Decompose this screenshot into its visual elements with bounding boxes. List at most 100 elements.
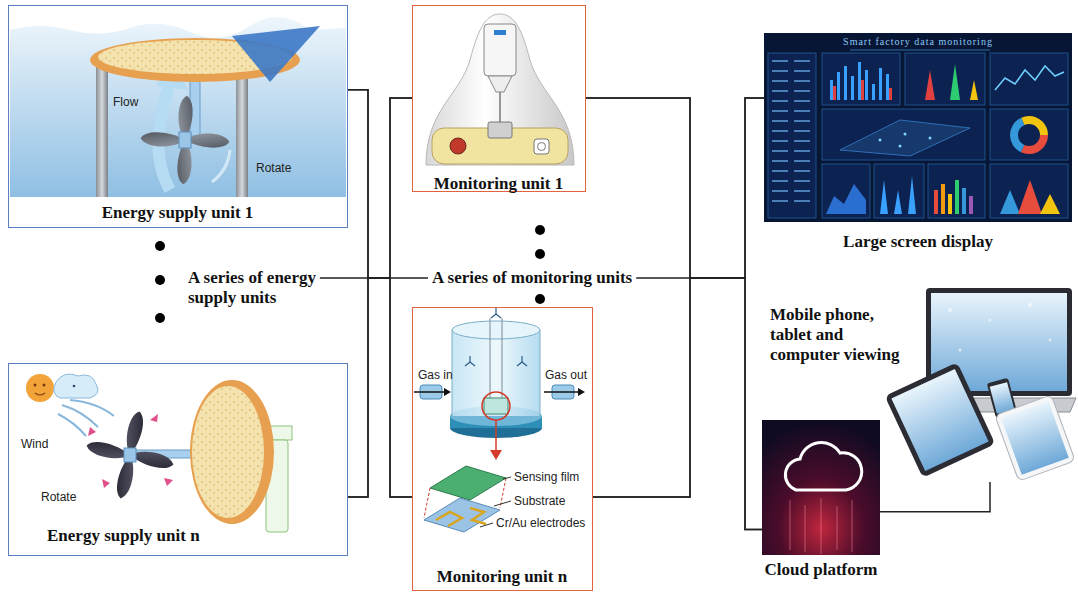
screen-art-part [826, 184, 866, 214]
unit-caption: Energy supply unit n [47, 526, 200, 546]
gas-sensor-art [414, 308, 585, 532]
gas-sensor-art-part [452, 321, 540, 339]
group-label: A series of monitoring units [432, 268, 632, 288]
screen-art-part-part [794, 70, 810, 72]
wind-turbine-art-part [102, 479, 110, 488]
devices-art-part-part [959, 349, 962, 352]
wind-turbine-art-part [164, 478, 173, 486]
screen-art-part [764, 33, 1072, 222]
screen-art-part-part [794, 100, 810, 102]
devices-art-part [885, 362, 996, 477]
screen-art-part-part [772, 60, 788, 62]
screen-art-part-part [934, 190, 938, 214]
screen-art-part-part [833, 86, 836, 100]
monitoring-dome-art-part [488, 122, 512, 138]
gas-sensor-art-part [430, 466, 506, 500]
connector [348, 278, 412, 497]
connector [880, 482, 990, 512]
gas-sensor-art-part [490, 318, 491, 400]
unit-caption: Cloud platform [748, 560, 894, 580]
viewing-devices: Mobile phone, tablet and computer viewin… [766, 285, 1076, 482]
water-turbine-art [10, 17, 346, 197]
gas-sensor-art-part [414, 391, 446, 393]
part-label: Cr/Au electrodes [496, 516, 585, 530]
screen-art-part-part [889, 88, 892, 100]
cloud-art [762, 420, 880, 555]
screen-art-part-part [955, 180, 959, 214]
cloud-art-part [762, 420, 880, 555]
cloud-art-part [785, 443, 861, 490]
screen-art-part-part [794, 160, 810, 162]
part-label: Smart factory data monitoring [764, 36, 1072, 48]
devices-art [885, 288, 1076, 481]
screen-art-part [840, 120, 970, 156]
screen-art-part-part [969, 196, 973, 214]
unit-caption: Large screen display [764, 232, 1072, 252]
screen-art-part [950, 64, 960, 100]
screen-art-part-part [772, 80, 788, 82]
part-label: Gas out [545, 368, 587, 382]
monitoring-dome-art-part [488, 76, 512, 92]
wind-turbine-art-part-part [124, 448, 136, 462]
cloud-art-part-part [790, 500, 791, 550]
bracket-wire [636, 277, 690, 279]
monitoring-dome-art-part [538, 143, 546, 151]
screen-art-part-part [858, 62, 861, 100]
devices-art-part-part [948, 308, 952, 312]
unit-caption: Energy supply unit 1 [9, 203, 346, 223]
monitoring-dome-art-part [426, 14, 574, 165]
gas-sensor-art-part [482, 392, 510, 420]
water-turbine-art-part [212, 150, 230, 182]
monitoring-dome-art-part [484, 24, 516, 76]
gas-sensor-art-part [444, 388, 451, 396]
screen-art-part-part [772, 200, 788, 202]
screen-art-part-part [772, 70, 788, 72]
monitoring-dome-art [426, 14, 574, 165]
wind-turbine-art-part [192, 386, 264, 518]
part-label: Flow [113, 95, 138, 109]
connector [593, 278, 762, 529]
screen-art-part-part [905, 53, 985, 105]
devices-art-part-part [995, 395, 1075, 481]
screen-art-part-part [865, 70, 868, 100]
gas-sensor-art-part [540, 330, 541, 416]
screen-art-part-part [794, 120, 810, 122]
gas-sensor-art-part-part [491, 308, 501, 318]
screen-art-part-part [794, 60, 810, 62]
screen-art-part-part [772, 140, 788, 142]
screen-art-part-part [929, 137, 932, 140]
screen-art-part [880, 176, 916, 214]
cloud-art-part-part [805, 505, 806, 552]
screen-art-part [1014, 120, 1044, 150]
devices-art-part-part [885, 362, 996, 477]
screen-art-part-part [772, 120, 788, 122]
connector [348, 90, 412, 278]
screen-art-part [830, 62, 889, 100]
screen-art-part [1018, 180, 1042, 214]
screen-art-part-part [990, 53, 1068, 105]
screen-art-part-part [990, 164, 1068, 218]
gas-sensor-art-part [436, 512, 462, 526]
monitoring-dome-art-part [534, 139, 549, 154]
separator-dots-part [155, 241, 165, 251]
screen-art-part [934, 180, 973, 214]
monitoring-unit-box: Gas inGas outSensing filmSubstrateCr/Au … [412, 307, 593, 591]
water-turbine-art-part-part [179, 132, 191, 148]
screen-art-part-part [768, 53, 816, 218]
screen-art-part [925, 70, 935, 100]
screen-art-part-part [794, 200, 810, 202]
group-label: A series of energy supply units [188, 268, 348, 308]
gas-sensor-art-part-part-part [470, 362, 475, 366]
connector [586, 98, 762, 530]
wind-turbine-art-part [73, 385, 76, 388]
screen-art-part-part [879, 139, 882, 142]
screen-art-part-part [794, 180, 810, 182]
screen-art-part [879, 133, 932, 148]
screen-art-part-part [794, 190, 810, 192]
gas-sensor-art-part-part [465, 356, 475, 366]
gas-sensor-art-part [480, 523, 493, 527]
devices-art-part [948, 303, 1052, 352]
gas-sensor-art-part [452, 330, 540, 416]
screen-art-part-part [874, 164, 924, 218]
